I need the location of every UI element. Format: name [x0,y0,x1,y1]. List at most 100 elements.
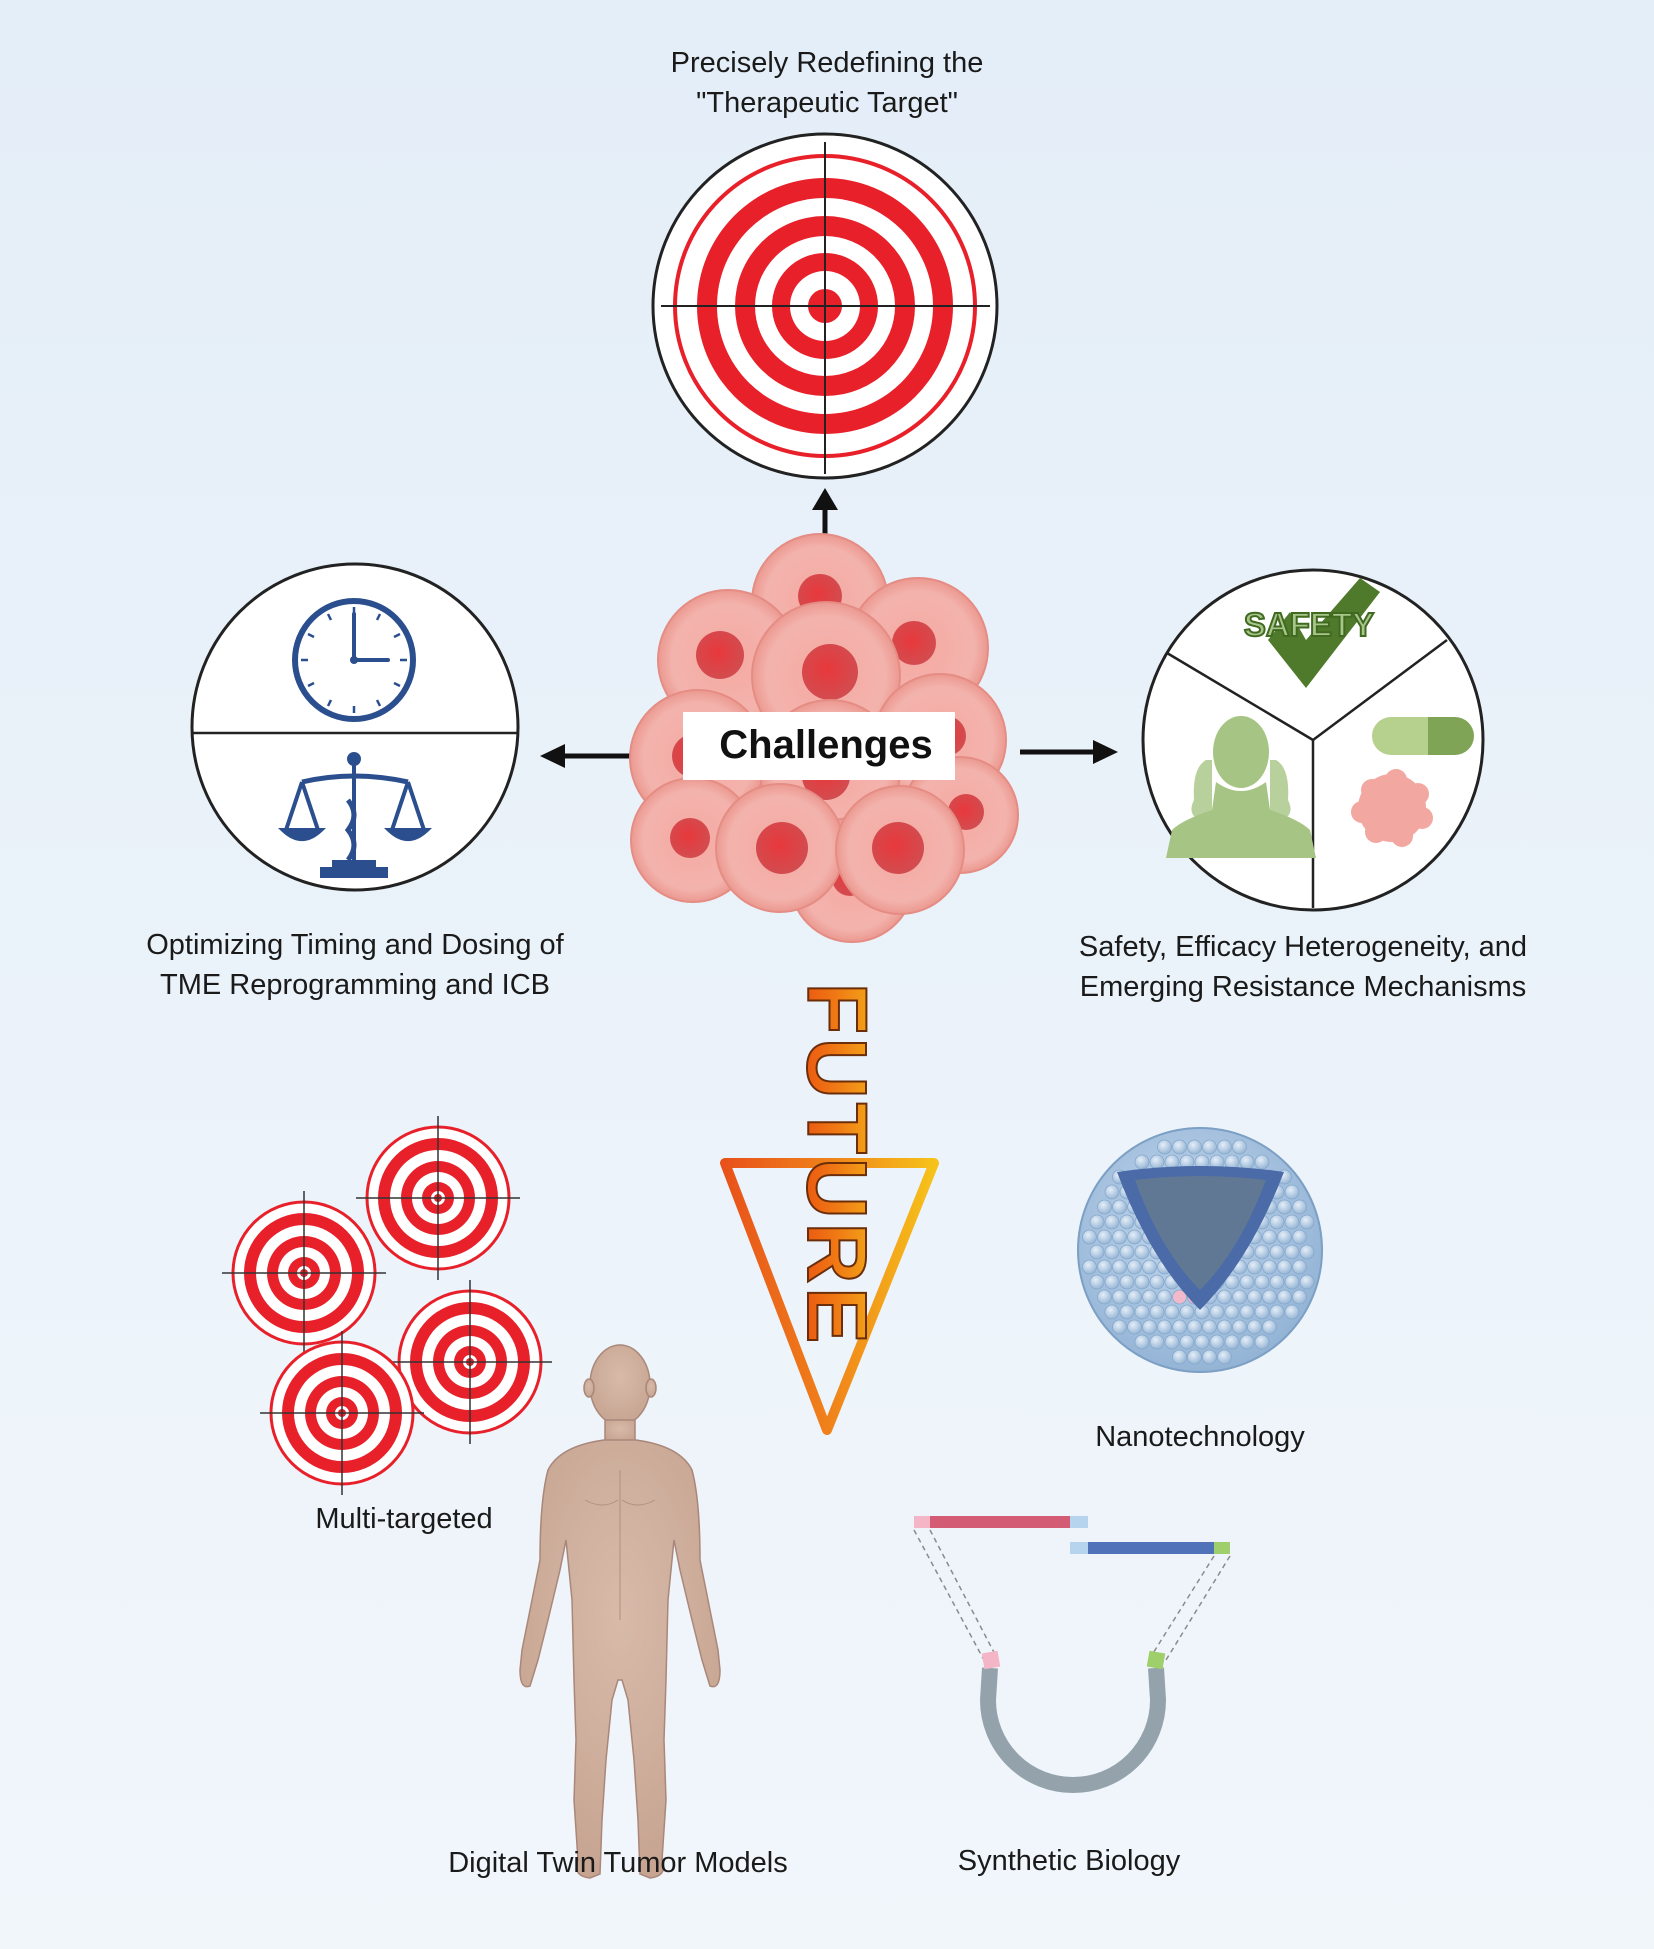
target-title-line2: "Therapeutic Target" [696,87,958,119]
lipid-bead [1149,1304,1165,1320]
lipid-bead [1232,1289,1247,1305]
lipid-bead [1104,1244,1120,1260]
lipid-bead [1254,1304,1270,1320]
lipid-bead [1097,1199,1112,1215]
lipid-bead [1262,1289,1277,1305]
lipid-bead [1209,1334,1225,1350]
lipid-bead [1277,1259,1292,1275]
timing-label-line2: TME Reprogramming and ICB [160,969,550,1001]
lipid-bead [1292,1259,1307,1275]
lipid-bead [1284,1274,1300,1290]
digital-twin-label: Digital Twin Tumor Models [448,1847,788,1879]
lipid-bead [1239,1154,1255,1170]
lipid-bead [1247,1259,1262,1275]
lipid-bead [1299,1214,1315,1230]
lipid-bead [1082,1229,1097,1245]
lipid-bead [1112,1289,1127,1305]
lipid-bead [1142,1259,1157,1275]
nanoparticle-icon: Nanotechnology [1077,1127,1323,1453]
lipid-bead [1269,1274,1285,1290]
bullseye-target-icon [651,132,999,480]
clock-icon [292,598,416,722]
tumor-cell-cluster: Challenges [629,533,1019,943]
lipid-bead [1217,1139,1232,1155]
lipid-bead [1127,1319,1142,1335]
synthetic-biology-label: Synthetic Biology [958,1845,1181,1877]
lipid-bead [1247,1289,1262,1305]
lipid-bead [1097,1289,1112,1305]
lipid-bead [1269,1304,1285,1320]
lipid-bead [1284,1244,1300,1260]
lipid-bead [1239,1274,1255,1290]
lipid-bead [1127,1289,1142,1305]
lipid-bead [1119,1244,1135,1260]
lipid-bead [1149,1154,1165,1170]
small-target-icon [356,1116,520,1280]
lipid-bead [1284,1304,1300,1320]
lipid-bead [1104,1184,1120,1200]
lipid-bead [1097,1229,1112,1245]
lipid-bead [1187,1139,1202,1155]
lipid-bead [1127,1259,1142,1275]
tumor-cell [715,783,845,913]
lipid-bead [1202,1349,1217,1365]
lipid-bead [1232,1319,1247,1335]
lipid-bead [1119,1304,1135,1320]
lipid-bead [1284,1214,1300,1230]
lipid-bead [1217,1349,1232,1365]
safety-label-line1: Safety, Efficacy Heterogeneity, and [1079,931,1527,963]
lipid-bead [1157,1319,1172,1335]
lipid-bead [1089,1274,1105,1290]
lipid-bead [1299,1274,1315,1290]
lipid-bead [1164,1304,1180,1320]
lipid-bead [1292,1229,1307,1245]
pill-icon [1372,717,1474,755]
lipid-bead [1172,1349,1187,1365]
lipid-bead [1149,1334,1165,1350]
future-arrow: FUTURE [720,982,939,1435]
lipid-bead [1112,1259,1127,1275]
lipid-bead [1239,1304,1255,1320]
safety-badge-text: SAFETY [1244,606,1374,643]
therapeutic-target-panel: Precisely Redefining the "Therapeutic Ta… [651,47,999,480]
lipid-bead [1097,1259,1112,1275]
arrow-right [1020,740,1118,764]
lipid-bead [1209,1304,1225,1320]
lipid-bead [1164,1334,1180,1350]
lipid-bead [1277,1199,1292,1215]
human-body-icon: Digital Twin Tumor Models [448,1344,788,1879]
lipid-bead [1217,1319,1232,1335]
safety-label-line2: Emerging Resistance Mechanisms [1080,971,1526,1003]
lipid-bead [1187,1349,1202,1365]
safety-check-icon: SAFETY [1243,578,1380,688]
lipid-bead [1157,1139,1172,1155]
lipid-bead [1172,1289,1187,1305]
lipid-bead [1119,1214,1135,1230]
lipid-bead [1134,1154,1150,1170]
lipid-bead [1269,1244,1285,1260]
lipid-bead [1142,1319,1157,1335]
lipid-bead [1277,1289,1292,1305]
lipid-bead [1254,1244,1270,1260]
lipid-bead [1149,1274,1165,1290]
lipid-bead [1299,1244,1315,1260]
lipid-bead [1134,1304,1150,1320]
lipid-bead [1262,1259,1277,1275]
lipid-bead [1262,1319,1277,1335]
lipid-bead [1224,1334,1240,1350]
lipid-bead [1089,1214,1105,1230]
lipid-bead [1254,1334,1270,1350]
lipid-bead [1194,1334,1210,1350]
tumor-cell [835,785,965,915]
challenges-label: Challenges [719,723,932,767]
lipid-bead [1277,1229,1292,1245]
lipid-bead [1089,1244,1105,1260]
lipid-bead [1134,1274,1150,1290]
lipid-bead [1247,1319,1262,1335]
lipid-bead [1112,1319,1127,1335]
lipid-bead [1179,1304,1195,1320]
balance-scales-icon [277,752,433,878]
timing-label-line1: Optimizing Timing and Dosing of [146,929,564,961]
multi-targeted-group: Multi-targeted [222,1116,552,1535]
person-silhouette-icon [1166,716,1316,858]
